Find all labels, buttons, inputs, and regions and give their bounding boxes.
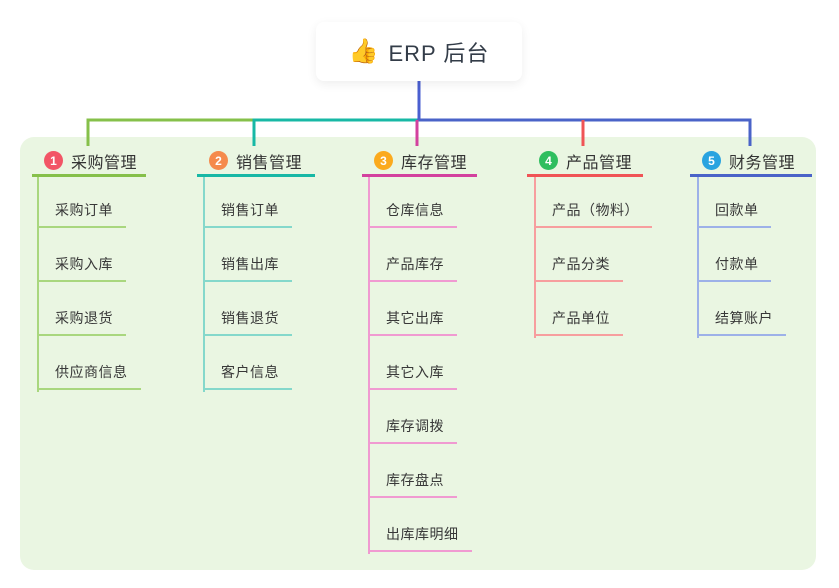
node-item-label: 销售订单 <box>221 202 279 218</box>
branch-subtree-line <box>37 177 39 392</box>
node-item[interactable]: 库存盘点 <box>368 470 457 498</box>
branch-number-badge: 5 <box>702 151 721 170</box>
node-item-label: 销售退货 <box>221 310 279 326</box>
node-item-label: 结算账户 <box>715 310 773 326</box>
node-item[interactable]: 产品分类 <box>534 254 623 282</box>
branch-label: 产品管理 <box>566 154 633 172</box>
node-item[interactable]: 客户信息 <box>203 362 292 390</box>
node-item[interactable]: 销售订单 <box>203 200 292 228</box>
node-item[interactable]: 采购订单 <box>37 200 126 228</box>
node-item[interactable]: 其它出库 <box>368 308 457 336</box>
branch-header-5[interactable]: 5 财务管理 <box>690 147 812 177</box>
branch-number-badge: 2 <box>209 151 228 170</box>
node-item-label: 库存盘点 <box>386 472 444 488</box>
node-item-label: 供应商信息 <box>55 364 128 380</box>
node-item-label: 产品库存 <box>386 256 444 272</box>
node-item-label: 回款单 <box>715 202 759 218</box>
branch-subtree-line <box>534 177 536 338</box>
branch-header-1[interactable]: 1 采购管理 <box>32 147 146 177</box>
branch-number-badge: 1 <box>44 151 63 170</box>
branch-header-3[interactable]: 3 库存管理 <box>362 147 477 177</box>
node-item[interactable]: 供应商信息 <box>37 362 141 390</box>
node-item[interactable]: 采购入库 <box>37 254 126 282</box>
node-item[interactable]: 其它入库 <box>368 362 457 390</box>
branch-subtree-line <box>697 177 699 338</box>
node-item-label: 出库库明细 <box>386 526 459 542</box>
branch-header-2[interactable]: 2 销售管理 <box>197 147 315 177</box>
branch-number-badge: 4 <box>539 151 558 170</box>
node-item[interactable]: 付款单 <box>697 254 771 282</box>
node-item-label: 付款单 <box>715 256 759 272</box>
node-item[interactable]: 回款单 <box>697 200 771 228</box>
node-item[interactable]: 仓库信息 <box>368 200 457 228</box>
node-item-label: 产品分类 <box>552 256 610 272</box>
node-item[interactable]: 产品库存 <box>368 254 457 282</box>
node-item[interactable]: 销售出库 <box>203 254 292 282</box>
node-item-label: 库存调拨 <box>386 418 444 434</box>
node-item[interactable]: 销售退货 <box>203 308 292 336</box>
node-item[interactable]: 产品单位 <box>534 308 623 336</box>
node-item-label: 仓库信息 <box>386 202 444 218</box>
node-item[interactable]: 采购退货 <box>37 308 126 336</box>
branch-label: 财务管理 <box>729 154 796 172</box>
root-node[interactable]: 👍 ERP 后台 <box>316 22 522 81</box>
node-item[interactable]: 库存调拨 <box>368 416 457 444</box>
node-item-label: 产品单位 <box>552 310 610 326</box>
node-item[interactable]: 产品（物料） <box>534 200 652 228</box>
node-item-label: 产品（物料） <box>552 202 639 218</box>
node-item-label: 销售出库 <box>221 256 279 272</box>
node-item-label: 采购退货 <box>55 310 113 326</box>
node-item[interactable]: 出库库明细 <box>368 524 472 552</box>
branch-number-badge: 3 <box>374 151 393 170</box>
node-item-label: 采购订单 <box>55 202 113 218</box>
node-item-label: 采购入库 <box>55 256 113 272</box>
root-node-label: ERP 后台 <box>388 40 490 66</box>
branch-label: 销售管理 <box>236 154 303 172</box>
node-item-label: 其它出库 <box>386 310 444 326</box>
branch-subtree-line <box>203 177 205 392</box>
thumbs-up-icon: 👍 <box>348 37 379 65</box>
node-item[interactable]: 结算账户 <box>697 308 786 336</box>
node-item-label: 其它入库 <box>386 364 444 380</box>
node-item-label: 客户信息 <box>221 364 279 380</box>
branch-subtree-line <box>368 177 370 554</box>
branch-label: 采购管理 <box>71 154 138 172</box>
branch-label: 库存管理 <box>401 154 468 172</box>
branch-header-4[interactable]: 4 产品管理 <box>527 147 643 177</box>
